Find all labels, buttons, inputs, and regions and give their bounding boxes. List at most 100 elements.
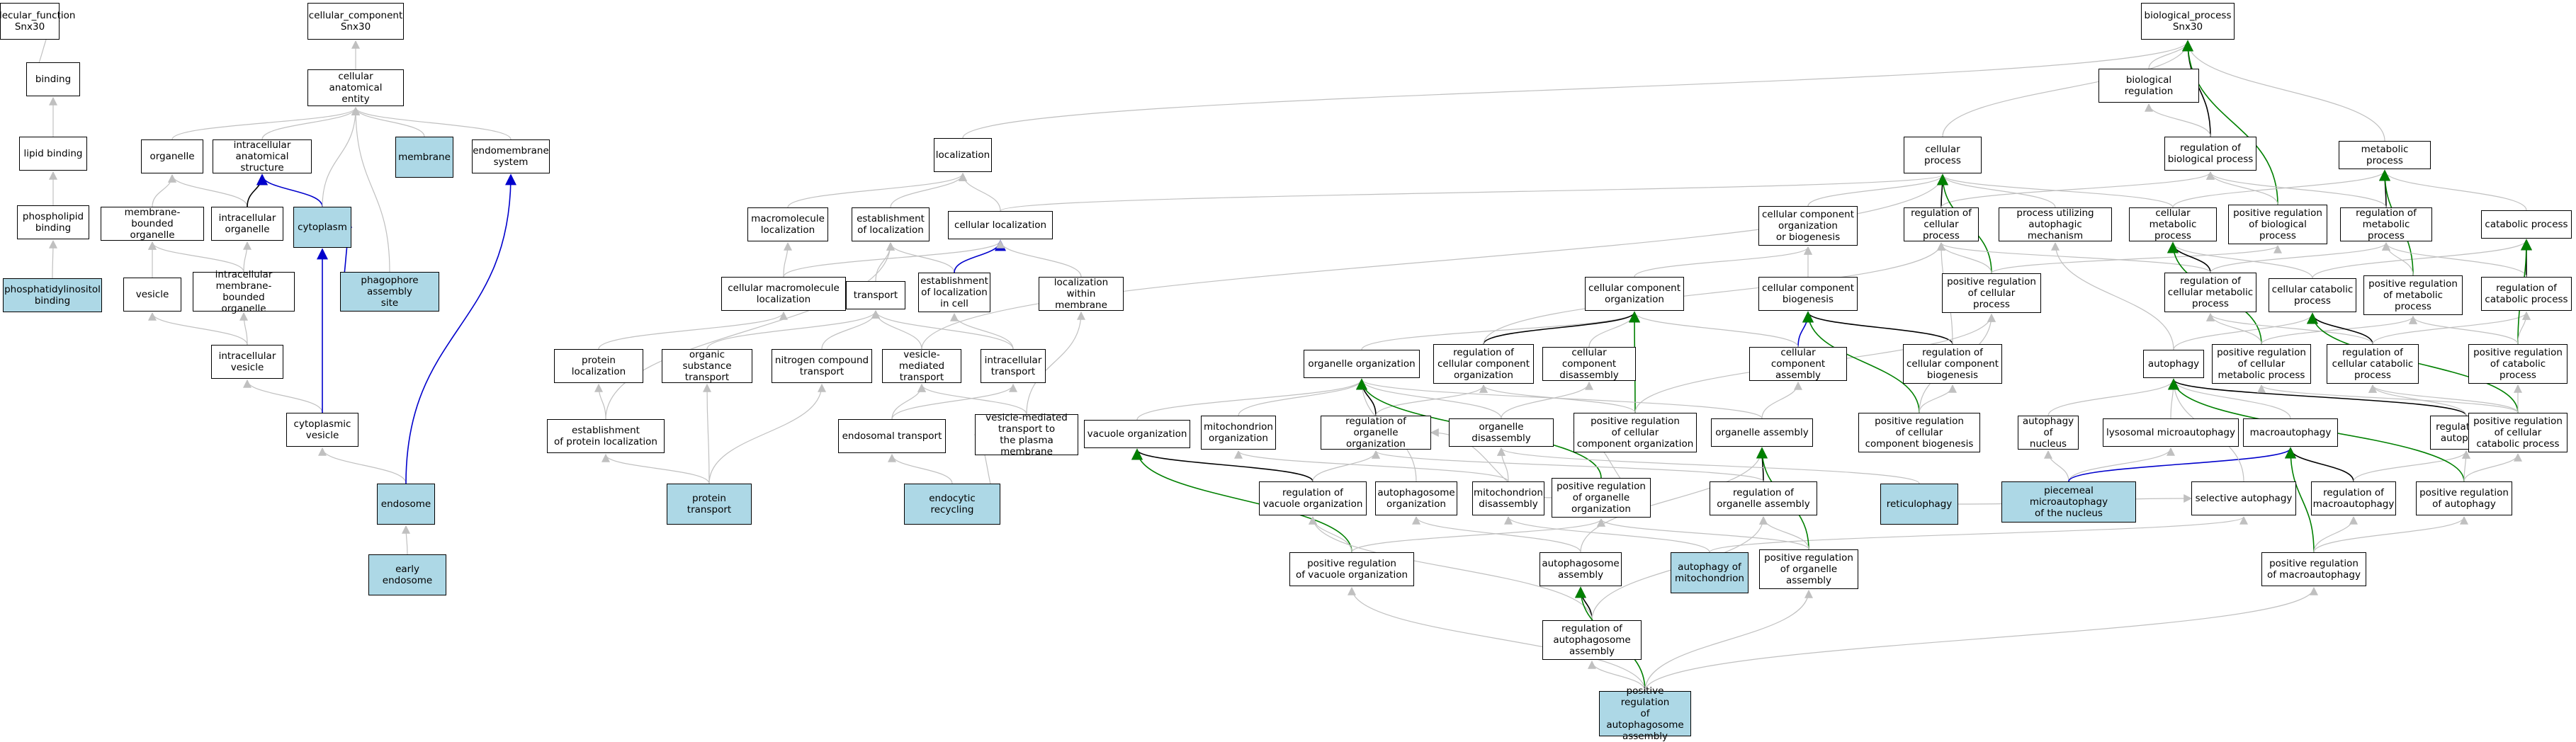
go-term-node-ccasm[interactable]: cellular component assembly <box>1749 347 1847 381</box>
go-term-node-posregautoph[interactable]: positive regulation of autophagy <box>2416 481 2512 515</box>
go-term-node-endorecyc[interactable]: endocytic recycling <box>904 484 1000 525</box>
go-term-node-posregccbio[interactable]: positive regulation of cellular componen… <box>1858 413 1980 452</box>
go-term-node-posregccorg[interactable]: positive regulation of cellular componen… <box>1574 413 1697 452</box>
go-term-node-intraorg[interactable]: intracellular organelle <box>211 207 283 241</box>
go-term-node-anatent[interactable]: cellular anatomical entity <box>307 69 404 106</box>
go-term-node-lipidbinding[interactable]: lipid binding <box>19 137 87 171</box>
go-term-node-mitodisasm[interactable]: mitochondrion disassembly <box>1472 481 1544 515</box>
go-term-node-posregcellcatab[interactable]: positive regulation of cellular cataboli… <box>2468 413 2567 452</box>
go-term-node-mitophagy[interactable]: autophagy of mitochondrion <box>1671 552 1749 593</box>
go-term-node-vesicle[interactable]: vesicle <box>123 278 181 312</box>
go-term-node-estprotloc[interactable]: establishment of protein localization <box>547 419 665 453</box>
go-term-node-regbio[interactable]: regulation of biological process <box>2164 137 2256 171</box>
go-term-node-localization[interactable]: localization <box>934 138 992 172</box>
go-term-node-macroaut[interactable]: macroautophagy <box>2243 418 2338 447</box>
go-term-label: selective autophagy <box>2195 493 2293 504</box>
go-term-node-cytoplasm[interactable]: cytoplasm <box>293 207 351 248</box>
go-term-node-estlocincell[interactable]: establishment of localization in cell <box>918 273 990 312</box>
go-term-node-mf[interactable]: molecular_function Snx30 <box>0 3 75 40</box>
go-term-node-ccbio[interactable]: cellular component biogenesis <box>1758 277 1858 311</box>
go-term-node-vesmed[interactable]: vesicle-mediated transport <box>882 349 961 383</box>
go-term-node-ccorgbio[interactable]: cellular component organization or bioge… <box>1758 206 1858 246</box>
go-term-node-regcatab[interactable]: regulation of catabolic process <box>2481 277 2572 311</box>
go-term-node-posregorgasm[interactable]: positive regulation of organelle assembl… <box>1759 549 1858 589</box>
go-term-node-regorgasm[interactable]: regulation of organelle assembly <box>1710 481 1817 515</box>
go-term-node-reticulophagy[interactable]: reticulophagy <box>1880 484 1958 525</box>
go-term-node-vacorg[interactable]: vacuole organization <box>1084 420 1190 448</box>
go-term-node-nitrocomp[interactable]: nitrogen compound transport <box>772 349 872 383</box>
go-term-node-orgsubst[interactable]: organic substance transport <box>662 349 752 383</box>
edge-is-a-vacorg-to-orgorg <box>1136 378 1366 421</box>
go-term-node-organelle[interactable]: organelle <box>141 139 203 173</box>
go-term-node-earlyendo[interactable]: early endosome <box>368 554 446 595</box>
go-term-node-selautoph[interactable]: selective autophagy <box>2191 481 2296 515</box>
go-term-node-endosome[interactable]: endosome <box>377 484 435 525</box>
go-term-node-pmn[interactable]: piecemeal microautophagy of the nucleus <box>2001 481 2136 523</box>
go-term-node-binding[interactable]: binding <box>26 62 80 96</box>
go-term-node-cc[interactable]: cellular_component Snx30 <box>307 3 404 40</box>
go-term-node-pipbinding[interactable]: phosphatidylinositol binding <box>3 278 102 312</box>
go-term-node-autophasm[interactable]: autophagosome assembly <box>1540 552 1622 586</box>
go-term-node-cellloc[interactable]: cellular localization <box>948 211 1053 239</box>
go-term-node-phospholipid[interactable]: phospholipid binding <box>17 205 89 239</box>
edge-is-a-posregcellmetab-to-posregmetab <box>2261 315 2417 345</box>
go-term-node-regvacorg[interactable]: regulation of vacuole organization <box>1259 481 1367 515</box>
go-term-node-ccdisasm[interactable]: cellular component disassembly <box>1542 347 1636 381</box>
go-term-node-membbound[interactable]: membrane-bounded organelle <box>101 207 204 241</box>
go-term-node-intramembbound[interactable]: intracellular membrane-bounded organelle <box>193 269 295 314</box>
go-term-node-cytoves[interactable]: cytoplasmic vesicle <box>286 413 358 447</box>
go-term-node-regccorg[interactable]: regulation of cellular component organiz… <box>1433 344 1534 384</box>
go-term-node-intratrans[interactable]: intracellular transport <box>981 349 1046 383</box>
go-term-node-cellmetab[interactable]: cellular metabolic process <box>2129 207 2217 241</box>
go-term-node-bp[interactable]: biological_process Snx30 <box>2141 3 2235 40</box>
edge-is-a-prottrans-to-estprotloc <box>601 453 710 484</box>
go-term-node-ccorg[interactable]: cellular component organization <box>1585 277 1684 311</box>
go-term-node-regmetab[interactable]: regulation of metabolic process <box>2340 207 2432 241</box>
go-term-node-posregmacro[interactable]: positive regulation of macroautophagy <box>2261 552 2366 586</box>
go-term-node-mitoorg[interactable]: mitochondrion organization <box>1201 416 1276 450</box>
go-term-node-posregmetab[interactable]: positive regulation of metabolic process <box>2363 275 2463 315</box>
go-term-node-catab[interactable]: catabolic process <box>2481 210 2572 239</box>
go-term-node-autophorg[interactable]: autophagosome organization <box>1375 481 1457 515</box>
go-term-node-autophagy[interactable]: autophagy <box>2143 350 2204 378</box>
go-term-node-cellcatab[interactable]: cellular catabolic process <box>2269 278 2356 312</box>
go-term-node-posregvacorg[interactable]: positive regulation of vacuole organizat… <box>1289 552 1414 586</box>
go-term-node-orgdisasm[interactable]: organelle disassembly <box>1449 418 1554 447</box>
go-term-node-macroloc[interactable]: macromolecule localization <box>747 207 828 241</box>
go-term-node-lysomicro[interactable]: lysosomal microautophagy <box>2103 418 2239 447</box>
go-term-node-estloc[interactable]: establishment of localization <box>852 207 930 241</box>
go-term-node-endotrans[interactable]: endosomal transport <box>838 419 946 453</box>
go-term-node-locwithinmem[interactable]: localization within membrane <box>1039 277 1124 311</box>
go-term-node-regcellmetab[interactable]: regulation of cellular metabolic process <box>2164 273 2256 312</box>
go-term-node-regcellcatab[interactable]: regulation of cellular catabolic process <box>2327 344 2419 384</box>
go-term-node-metab[interactable]: metabolic process <box>2339 141 2431 169</box>
go-term-node-membrane[interactable]: membrane <box>395 137 453 178</box>
go-term-node-posregcatab[interactable]: positive regulation of catabolic process <box>2468 344 2567 384</box>
go-term-node-vesmedpm[interactable]: vesicle-mediated transport to the plasma… <box>975 412 1078 457</box>
go-term-node-cellmacroloc[interactable]: cellular macromolecule localization <box>721 277 846 311</box>
go-term-node-regorgorg[interactable]: regulation of organelle organization <box>1321 416 1431 450</box>
go-term-node-endomem[interactable]: endomembrane system <box>472 139 550 173</box>
go-term-node-intraves[interactable]: intracellular vesicle <box>211 345 283 379</box>
go-term-node-bioreg[interactable]: biological regulation <box>2098 69 2199 103</box>
go-term-node-posregcellmetab[interactable]: positive regulation of cellular metaboli… <box>2212 344 2311 384</box>
go-term-node-transport[interactable]: transport <box>846 281 905 309</box>
go-term-node-posregbio[interactable]: positive regulation of biological proces… <box>2228 205 2327 244</box>
go-term-label: catabolic process <box>2485 219 2568 230</box>
go-term-node-regmacro[interactable]: regulation of macroautophagy <box>2311 481 2396 515</box>
go-term-node-procautoph[interactable]: process utilizing autophagic mechanism <box>1999 207 2112 241</box>
go-term-node-orgasm[interactable]: organelle assembly <box>1711 418 1813 447</box>
go-term-node-regccbio[interactable]: regulation of cellular component biogene… <box>1903 344 2002 384</box>
go-term-node-posregorgorg[interactable]: positive regulation of organelle organiz… <box>1552 478 1651 518</box>
go-term-node-phagsite[interactable]: phagophore assembly site <box>340 272 439 312</box>
go-term-node-posregcell[interactable]: positive regulation of cellular process <box>1942 273 2041 313</box>
go-term-node-autophnuc[interactable]: autophagy of nucleus <box>2018 416 2079 450</box>
go-term-node-prottrans[interactable]: protein transport <box>667 484 752 525</box>
go-term-node-regautophasm[interactable]: regulation of autophagosome assembly <box>1542 620 1642 660</box>
go-term-node-intraanat[interactable]: intracellular anatomical structure <box>213 139 312 173</box>
go-term-node-regcellproc[interactable]: regulation of cellular process <box>1904 207 1979 241</box>
go-term-node-posregautophasm[interactable]: positive regulation of autophagosome ass… <box>1599 685 1691 742</box>
go-term-node-cellproc[interactable]: cellular process <box>1904 137 1982 173</box>
go-term-node-protloc[interactable]: protein localization <box>554 349 643 383</box>
go-term-node-orgorg[interactable]: organelle organization <box>1304 350 1420 378</box>
